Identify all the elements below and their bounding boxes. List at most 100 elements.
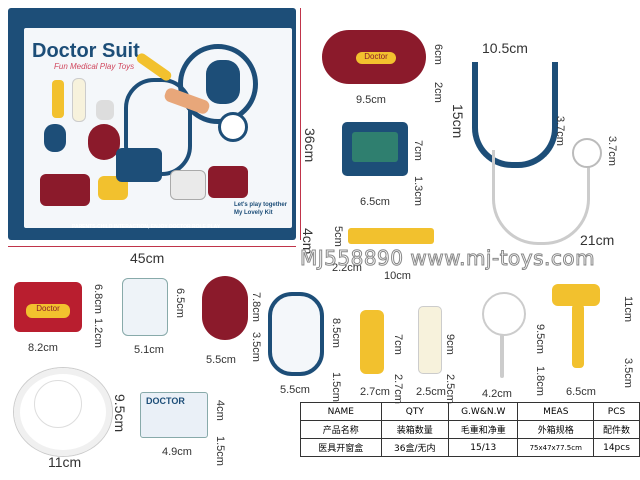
spec-value-qty: 36盒/无内 — [380, 438, 449, 457]
case-depth-label: 1.2cm — [92, 318, 104, 348]
hammer-height-label: 11cm — [622, 296, 634, 323]
spec-header-pcs: PCS — [593, 402, 640, 421]
brand-logo: Doctor Suit — [32, 40, 140, 62]
tray-height1-label: 6cm — [432, 44, 444, 65]
box-width-label: 45cm — [130, 250, 165, 266]
spec-header-meas: MEAS — [517, 402, 595, 421]
watermark-text: MJ558890 www.mj-toys.com — [299, 246, 596, 271]
box-vial-toy — [72, 78, 86, 122]
badge-width-label: 4.9cm — [162, 446, 192, 458]
id-card — [122, 278, 168, 336]
syringe-extra-label: 5cm — [332, 226, 344, 247]
spec-value-pcs: 14pcs — [593, 438, 640, 457]
stetho-head1-label: 3.7cm — [554, 116, 566, 146]
bp-depth-label: 3.5cm — [250, 332, 262, 362]
box-headband-toy — [178, 44, 258, 124]
headband-width-label: 11cm — [48, 454, 82, 470]
doctor-headband — [14, 368, 112, 456]
tray-height2-label: 2cm — [432, 82, 444, 103]
box-height-label: 36cm — [302, 128, 318, 163]
box-watch-toy — [44, 124, 66, 152]
syringe-height-label: 2.2cm — [332, 262, 362, 274]
medical-case-label: Doctor — [26, 304, 70, 318]
spec-header-name: NAME — [300, 402, 382, 421]
badge-depth-label: 1.5cm — [214, 436, 226, 466]
badge-doctor-text: DOCTOR — [146, 396, 185, 406]
ecg-screen — [352, 132, 398, 162]
tray-width-label: 9.5cm — [356, 94, 386, 106]
watch-depth-label: 1.5cm — [330, 372, 342, 402]
spec-value-weight: 15/13 — [447, 438, 519, 457]
spec-header-weight: G.W&N.W — [447, 402, 519, 421]
box-monitor-toy — [116, 148, 162, 182]
spec-header-qty: QTY — [380, 402, 449, 421]
vial-depth-label: 2.5cm — [444, 374, 456, 404]
box-bp-toy — [88, 124, 120, 160]
watch-height-label: 8.5cm — [330, 318, 342, 348]
bottle-depth-label: 2.7cm — [392, 374, 404, 404]
injection-vial — [418, 306, 442, 374]
bp-height-label: 7.8cm — [250, 292, 262, 322]
stetho-length-label: 21cm — [580, 232, 615, 248]
hammer-width-label: 6.5cm — [566, 386, 596, 398]
brand-tagline: Fun Medical Play Toys — [54, 62, 135, 71]
stetho-width-label: 10.5cm — [482, 40, 528, 56]
syringe — [348, 228, 434, 244]
stethoscope-head — [572, 138, 602, 168]
head-mirror-stand — [500, 334, 504, 378]
box-badge-line2: My Lovely Kit — [234, 210, 273, 216]
box-redcase-toy — [208, 166, 248, 198]
stetho-height-label: 15cm — [450, 104, 466, 139]
bp-pump — [202, 276, 248, 340]
box-height-line — [300, 8, 301, 240]
headband-mirror — [34, 380, 82, 428]
spec-header-en: NAME QTY G.W&N.W MEAS PCS — [300, 402, 640, 421]
box-width-line — [8, 246, 296, 247]
spec-header-cn: 产品名称 装箱数量 毛重和净重 外箱规格 配件数 — [300, 420, 640, 439]
pocket-watch — [268, 292, 324, 376]
mirror-depth-label: 1.8cm — [534, 366, 546, 396]
box-bottom-caption: PARENTS-CHILD INTERACTION, ENJOY DOCTOR … — [72, 224, 221, 230]
mirror-height-label: 9.5cm — [534, 324, 546, 354]
vial-height-label: 9cm — [444, 334, 456, 355]
reflex-hammer-handle — [572, 304, 584, 368]
head-mirror — [482, 292, 526, 336]
watch-width-label: 5.5cm — [280, 384, 310, 396]
spec-value-name: 医具开窗盒 — [300, 438, 382, 457]
headband-height-label: 9.5cm — [112, 394, 128, 433]
bottle-width-label: 2.7cm — [360, 386, 390, 398]
syringe-width-label: 10cm — [384, 270, 411, 282]
box-case-toy — [40, 174, 90, 206]
box-badge-line1: Let's play together — [234, 202, 288, 208]
box-bottle-toy — [52, 80, 64, 118]
box-card-toy — [96, 100, 114, 120]
reflex-hammer-head — [552, 284, 600, 306]
kidney-tray-label: Doctor — [356, 52, 396, 64]
spec-cn-name: 产品名称 — [300, 420, 382, 439]
spec-row: 医具开窗盒 36盒/无内 15/13 75x47x77.5cm 14pcs — [300, 438, 640, 457]
spec-cn-weight: 毛重和净重 — [447, 420, 519, 439]
card-width-label: 5.1cm — [134, 344, 164, 356]
stethoscope-cable — [492, 150, 590, 245]
monitor-width-label: 6.5cm — [360, 196, 390, 208]
medicine-bottle — [360, 310, 384, 374]
spec-value-meas: 75x47x77.5cm — [517, 438, 595, 457]
bp-width-label: 5.5cm — [206, 354, 236, 366]
box-compass-toy — [218, 112, 248, 142]
hammer-depth-label: 3.5cm — [622, 358, 634, 388]
spec-table: NAME QTY G.W&N.W MEAS PCS 产品名称 装箱数量 毛重和净… — [300, 402, 640, 457]
spec-cn-meas: 外箱规格 — [517, 420, 595, 439]
bottle-height-label: 7cm — [392, 334, 404, 355]
box-badge-toy — [170, 170, 206, 200]
card-height-label: 6.5cm — [174, 288, 186, 318]
badge-height-label: 4cm — [214, 400, 226, 421]
stetho-head2-label: 3.7cm — [606, 136, 618, 166]
spec-cn-pcs: 配件数 — [593, 420, 640, 439]
case-height-label: 6.8cm — [92, 284, 104, 314]
monitor-depth-label: 1.3cm — [412, 176, 424, 206]
doctor-badge — [140, 392, 208, 438]
case-width-label: 8.2cm — [28, 342, 58, 354]
vial-width-label: 2.5cm — [416, 386, 446, 398]
monitor-height-label: 7cm — [412, 140, 424, 161]
mirror-width-label: 4.2cm — [482, 388, 512, 400]
